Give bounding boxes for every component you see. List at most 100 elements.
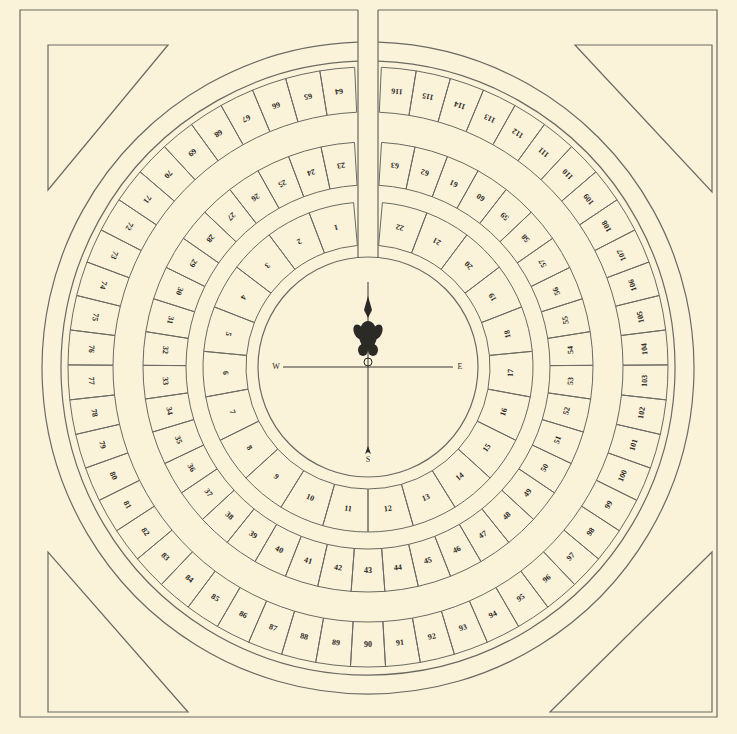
bed-number: 27 — [226, 211, 237, 222]
compass-letter: S — [366, 456, 370, 464]
bed-number: 57 — [538, 258, 549, 269]
bed-border — [379, 203, 427, 253]
garden-bed: 22 — [377, 201, 428, 255]
bed-border — [457, 171, 506, 224]
bed-number: 29 — [187, 258, 198, 269]
corner-bed — [575, 45, 712, 192]
bed-number: 78 — [90, 409, 99, 418]
bed-number: 31 — [165, 315, 175, 325]
bed-border — [412, 611, 454, 662]
bed-border — [227, 509, 276, 562]
bed-border — [206, 389, 259, 440]
bed-number: 45 — [423, 556, 433, 566]
garden-bed: 31 — [144, 297, 196, 340]
bed-number: 30 — [174, 286, 184, 296]
bed-number: 82 — [139, 526, 150, 537]
bed-number: 38 — [223, 510, 234, 521]
bed-border — [477, 389, 530, 440]
bed-number: 14 — [454, 472, 465, 483]
bed-number: 91 — [396, 638, 405, 647]
bed-border — [202, 490, 254, 542]
compass-cross — [283, 282, 453, 452]
bed-border — [406, 147, 447, 197]
bed-border — [548, 365, 593, 399]
bed-number: 9 — [272, 473, 280, 482]
bed-border — [137, 530, 192, 584]
bed-number: 23 — [336, 161, 345, 170]
bed-number: 47 — [478, 529, 489, 540]
bed-number: 109 — [582, 192, 596, 206]
bed-border — [519, 445, 571, 493]
outer-path-circle — [61, 61, 675, 675]
bed-number: 54 — [566, 346, 575, 355]
corner-bed — [48, 552, 188, 712]
garden-bed: 35 — [151, 418, 205, 465]
bed-border — [320, 67, 357, 115]
bed-number: 46 — [451, 545, 462, 556]
garden-bed: 78 — [68, 393, 121, 436]
bed-border — [255, 524, 301, 576]
garden-bed: 24 — [287, 145, 331, 198]
bed-border — [532, 420, 583, 464]
bed-border — [488, 351, 533, 397]
bed-border — [76, 424, 128, 468]
bed-number: 34 — [165, 406, 175, 416]
bed-number: 5 — [224, 331, 233, 337]
garden-bed: 101 — [607, 423, 662, 470]
bed-border — [438, 79, 483, 132]
compass-letter: E — [458, 363, 463, 371]
bed-border — [246, 449, 304, 507]
bed-number: 115 — [422, 91, 435, 101]
bed-border — [616, 395, 666, 434]
bed-number: 56 — [552, 286, 562, 296]
bed-border — [458, 421, 516, 478]
corner-bed — [48, 45, 168, 190]
bed-border — [350, 622, 385, 667]
garden-bed: 56 — [530, 266, 584, 313]
bed-border — [582, 480, 637, 530]
bed-number: 8 — [245, 444, 254, 452]
bed-number: 89 — [331, 638, 340, 647]
garden-bed: 88 — [280, 610, 325, 664]
garden-bed: 17 — [486, 350, 534, 398]
bed-number: 87 — [268, 622, 278, 632]
bed-border — [379, 67, 416, 115]
bed-border — [517, 238, 569, 286]
bed-number: 102 — [637, 407, 647, 420]
garden-bed: 55 — [540, 297, 592, 340]
bed-number: 28 — [205, 233, 216, 244]
bed-border — [101, 200, 156, 251]
bed-number: 6 — [221, 371, 229, 375]
bed-number: 11 — [344, 505, 353, 514]
bed-border — [323, 484, 368, 532]
bed-number: 103 — [641, 375, 650, 387]
bed-number: 52 — [562, 406, 572, 416]
bed-border — [220, 421, 278, 478]
bed-number: 72 — [123, 221, 134, 232]
garden-bed: 73 — [85, 228, 143, 279]
bed-number: 39 — [247, 529, 258, 540]
bed-number: 113 — [483, 111, 497, 123]
bed-border — [119, 172, 174, 225]
bed-border — [518, 124, 572, 179]
bed-number: 101 — [629, 438, 640, 452]
bed-border — [465, 267, 522, 322]
bed-border — [432, 449, 490, 507]
garden-bed: 43 — [350, 547, 386, 593]
bed-border — [496, 571, 548, 626]
bed-number: 65 — [303, 91, 313, 101]
bed-number: 112 — [511, 127, 525, 140]
bed-border — [143, 332, 188, 366]
bed-number: 58 — [520, 233, 531, 244]
garden-bed: 33 — [142, 364, 189, 401]
bed-number: 43 — [364, 567, 372, 575]
bed-number: 32 — [161, 346, 170, 355]
garden-bed: 41 — [284, 535, 329, 588]
garden-bed: 114 — [437, 77, 485, 133]
bed-number: 66 — [271, 100, 281, 110]
bed-border — [77, 262, 129, 306]
bed-border — [502, 469, 555, 520]
bed-border — [621, 365, 668, 400]
bed-number: 20 — [463, 259, 474, 270]
